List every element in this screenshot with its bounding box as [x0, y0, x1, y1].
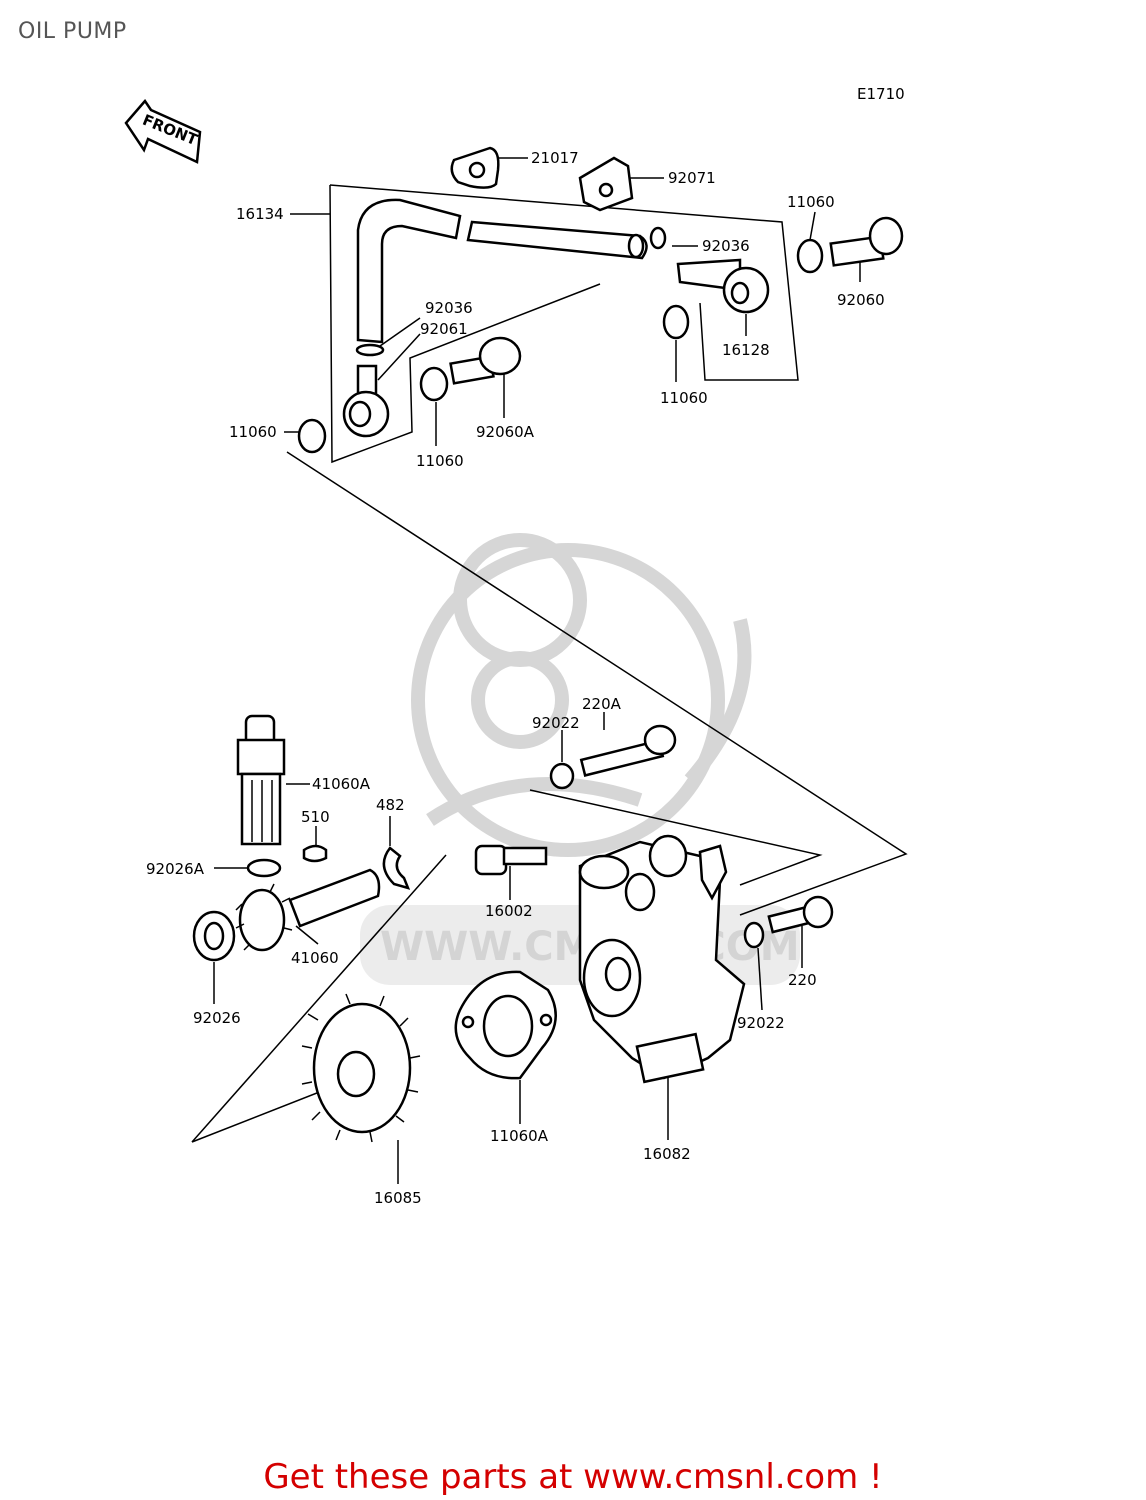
- washer-92022-a: [549, 762, 575, 790]
- part-label-92061: 92061: [420, 320, 468, 338]
- part-label-11060-d: 11060: [416, 452, 464, 470]
- part-label-92036-a: 92036: [702, 237, 750, 255]
- washer-11060-c: [662, 304, 690, 340]
- gear-shaft-41060: [235, 868, 381, 952]
- gear-16085: [301, 993, 421, 1143]
- fitting-16002: [474, 844, 548, 876]
- washer-92022-b: [743, 921, 765, 949]
- part-label-11060-b: 11060: [660, 389, 708, 407]
- part-label-92071: 92071: [668, 169, 716, 187]
- diagram-code: E1710: [857, 85, 905, 103]
- banjo-bolt-92060a: [449, 336, 522, 385]
- banjo-fitting-16128: [676, 258, 770, 314]
- clip-92036-lower: [355, 343, 385, 357]
- part-labels: 21017 92071 11060 16134 92036 92060 9203…: [146, 149, 885, 1207]
- part-label-92022-a: 92022: [532, 714, 580, 732]
- bolt-220a: [579, 724, 677, 777]
- washer-11060-b: [419, 366, 449, 402]
- key-510: [302, 844, 328, 863]
- banjo-bolt-92060: [829, 216, 904, 267]
- part-label-92022-b: 92022: [737, 1014, 785, 1032]
- part-label-41060: 41060: [291, 949, 339, 967]
- part-label-11060-c: 11060: [229, 423, 277, 441]
- gasket-11060a: [454, 970, 557, 1080]
- leader-lines: [213, 157, 861, 1184]
- footer-banner[interactable]: Get these parts at www.cmsnl.com !: [263, 1457, 882, 1497]
- washer-92026: [192, 910, 236, 962]
- part-label-482: 482: [376, 796, 405, 814]
- bolt-220: [767, 895, 834, 934]
- washer-92026a: [246, 858, 282, 878]
- grommet-21017: [450, 146, 500, 189]
- washer-11060-a: [297, 418, 327, 454]
- part-label-92060a: 92060A: [476, 423, 535, 441]
- front-arrow-icon: FRONT: [124, 98, 202, 164]
- part-label-21017: 21017: [531, 149, 579, 167]
- part-label-16002: 16002: [485, 902, 533, 920]
- part-label-11060a: 11060A: [490, 1127, 549, 1145]
- part-label-16128: 16128: [722, 341, 770, 359]
- part-label-16085: 16085: [374, 1189, 422, 1207]
- circlip-482: [382, 846, 411, 890]
- plate-92071: [578, 156, 634, 212]
- clip-92036-upper: [649, 226, 667, 250]
- part-label-16082: 16082: [643, 1145, 691, 1163]
- part-label-92060: 92060: [837, 291, 885, 309]
- part-label-16134: 16134: [236, 205, 284, 223]
- part-label-11060-a: 11060: [787, 193, 835, 211]
- part-label-92026: 92026: [193, 1009, 241, 1027]
- banjo-fitting-92061: [342, 364, 390, 438]
- page-title: OIL PUMP: [18, 19, 127, 44]
- part-label-92036-b: 92036: [425, 299, 473, 317]
- oil-pump-body-16082: [578, 834, 746, 1084]
- washer-11060-d: [796, 238, 824, 274]
- part-label-220a: 220A: [582, 695, 622, 713]
- oil-hose-16134: [356, 198, 648, 344]
- shaft-41060a: [236, 714, 286, 846]
- part-label-92026a: 92026A: [146, 860, 205, 878]
- part-label-510: 510: [301, 808, 330, 826]
- part-label-41060a: 41060A: [312, 775, 371, 793]
- part-label-220: 220: [788, 971, 817, 989]
